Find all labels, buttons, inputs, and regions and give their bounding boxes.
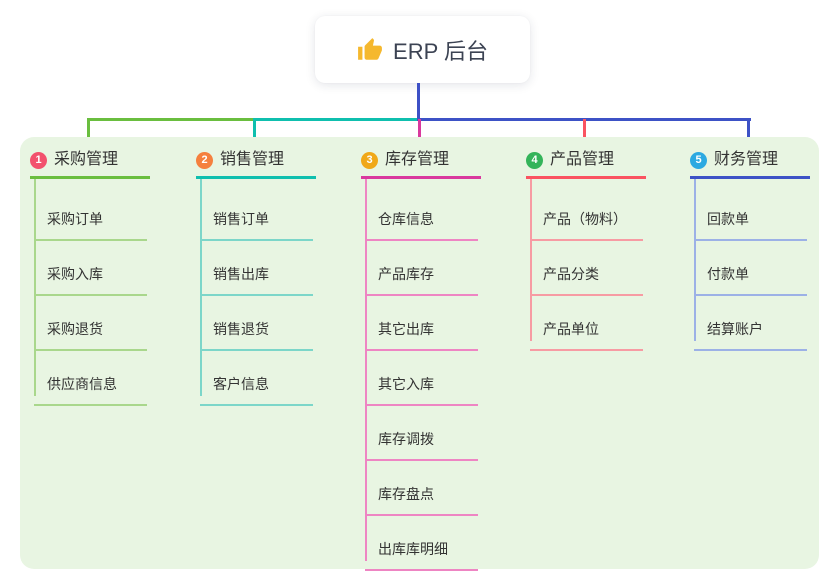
- branch-drop-line-5: [747, 119, 750, 143]
- mindmap-node[interactable]: 结算账户: [694, 296, 807, 351]
- branch-label: 采购管理: [54, 151, 119, 168]
- mindmap-node[interactable]: 产品（物料）: [530, 179, 643, 241]
- mindmap-node[interactable]: 销售退货: [200, 296, 313, 351]
- branch-label: 财务管理: [714, 151, 779, 168]
- branch-column-5: 5 财务管理 回款单付款单结算账户: [690, 150, 839, 351]
- mindmap-node[interactable]: 仓库信息: [365, 179, 478, 241]
- root-node-erp-backend[interactable]: ERP 后台: [315, 16, 530, 83]
- branch-number-badge: 2: [196, 151, 213, 169]
- mindmap-node[interactable]: 客户信息: [200, 351, 313, 406]
- mindmap-node[interactable]: 库存调拨: [365, 406, 478, 461]
- thumbs-up-icon: [358, 37, 382, 60]
- branch-label: 销售管理: [220, 151, 285, 168]
- mindmap-node[interactable]: 付款单: [694, 241, 807, 296]
- branch-number-badge: 4: [526, 151, 543, 169]
- root-connector-line: [417, 83, 420, 121]
- branch-header-3[interactable]: 3 库存管理: [361, 150, 481, 179]
- mindmap-node[interactable]: 产品分类: [530, 241, 643, 296]
- branch-children: 产品（物料）产品分类产品单位: [530, 179, 676, 351]
- branch-column-3: 3 库存管理 仓库信息产品库存其它出库其它入库库存调拨库存盘点出库库明细: [361, 150, 511, 571]
- branch-child-connector-line: [200, 179, 202, 396]
- branch-header-1[interactable]: 1 采购管理: [30, 150, 150, 179]
- connector-segment-purchase: [87, 118, 253, 121]
- mindmap-node[interactable]: 产品单位: [530, 296, 643, 351]
- branch-children: 回款单付款单结算账户: [694, 179, 839, 351]
- branch-child-connector-line: [34, 179, 36, 396]
- mindmap-node[interactable]: 回款单: [694, 179, 807, 241]
- mindmap-node[interactable]: 销售订单: [200, 179, 313, 241]
- branch-child-connector-line: [365, 179, 367, 561]
- branch-drop-line-3: [418, 119, 421, 143]
- branch-column-1: 1 采购管理 采购订单采购入库采购退货供应商信息: [30, 150, 180, 406]
- root-node-label: ERP 后台: [393, 38, 488, 64]
- mindmap-node[interactable]: 产品库存: [365, 241, 478, 296]
- connector-segment-sales: [253, 118, 417, 121]
- branch-child-connector-line: [694, 179, 696, 341]
- branch-header-2[interactable]: 2 销售管理: [196, 150, 316, 179]
- branch-label: 产品管理: [550, 151, 615, 168]
- branch-drop-line-2: [253, 119, 256, 143]
- mindmap-node[interactable]: 供应商信息: [34, 351, 147, 406]
- mindmap-node[interactable]: 采购订单: [34, 179, 147, 241]
- branch-header-5[interactable]: 5 财务管理: [690, 150, 810, 179]
- mindmap-node[interactable]: 其它入库: [365, 351, 478, 406]
- branch-number-badge: 3: [361, 151, 378, 169]
- branch-label: 库存管理: [385, 151, 450, 168]
- mindmap-node[interactable]: 库存盘点: [365, 461, 478, 516]
- branch-column-2: 2 销售管理 销售订单销售出库销售退货客户信息: [196, 150, 346, 406]
- branch-drop-line-4: [583, 119, 586, 143]
- mindmap-node[interactable]: 销售出库: [200, 241, 313, 296]
- mindmap-node[interactable]: 采购入库: [34, 241, 147, 296]
- mindmap-node[interactable]: 出库库明细: [365, 516, 478, 571]
- branch-number-badge: 5: [690, 151, 707, 169]
- branch-children: 采购订单采购入库采购退货供应商信息: [34, 179, 180, 406]
- mindmap-node[interactable]: 采购退货: [34, 296, 147, 351]
- branch-children: 销售订单销售出库销售退货客户信息: [200, 179, 346, 406]
- branch-number-badge: 1: [30, 151, 47, 169]
- mindmap-node[interactable]: 其它出库: [365, 296, 478, 351]
- branch-header-4[interactable]: 4 产品管理: [526, 150, 646, 179]
- branch-children: 仓库信息产品库存其它出库其它入库库存调拨库存盘点出库库明细: [365, 179, 511, 571]
- branch-column-4: 4 产品管理 产品（物料）产品分类产品单位: [526, 150, 676, 351]
- branches-panel: [20, 137, 819, 569]
- branch-child-connector-line: [530, 179, 532, 341]
- branch-drop-line-1: [87, 119, 90, 143]
